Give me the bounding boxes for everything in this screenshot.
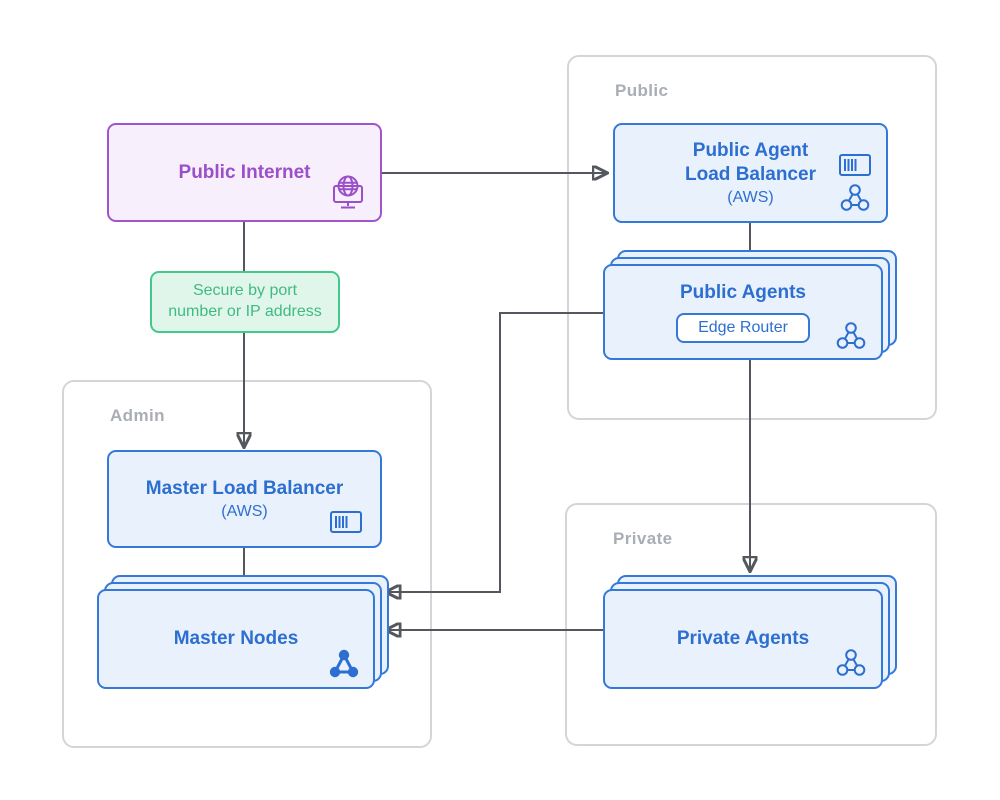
public-agent-lb-title: Public Agent Load Balancer [685,139,816,185]
load-balancer-icon [839,154,871,176]
master-nodes-title: Master Nodes [173,628,299,650]
cluster-icon [836,649,866,676]
master-lb-subtitle: (AWS) [221,503,268,521]
node-public-internet: Public Internet [107,123,382,222]
zone-private-label: Private [613,529,673,548]
edge-router-badge: Edge Router [676,313,810,344]
cluster-icon [840,184,870,211]
public-internet-title: Public Internet [178,161,311,183]
node-private-agents: Private Agents [603,589,883,689]
zone-public-label: Public [615,81,669,100]
cluster-icon [836,322,866,349]
node-public-agent-lb: Public Agent Load Balancer (AWS) [613,123,888,223]
node-master-nodes: Master Nodes [97,589,375,689]
node-master-lb: Master Load Balancer (AWS) [107,450,382,548]
stack-private-agents: Private Agents [603,575,897,689]
node-public-agents: Public Agents Edge Router [603,264,883,360]
zone-admin: Admin [62,380,432,748]
stack-master-nodes: Master Nodes [97,575,389,689]
stack-public-agents: Public Agents Edge Router [603,250,897,360]
note-secure: Secure by port number or IP address [150,271,340,333]
private-agents-title: Private Agents [676,628,810,650]
load-balancer-icon [330,511,362,533]
cluster-icon [329,649,359,678]
internet-globe-monitor-icon [333,175,363,209]
note-secure-text: Secure by port number or IP address [168,282,322,320]
zone-admin-label: Admin [110,406,165,425]
master-lb-title: Master Load Balancer [145,477,344,499]
zone-public: Public [567,55,937,420]
public-agents-title: Public Agents [680,281,806,303]
public-agent-lb-subtitle: (AWS) [727,189,774,207]
